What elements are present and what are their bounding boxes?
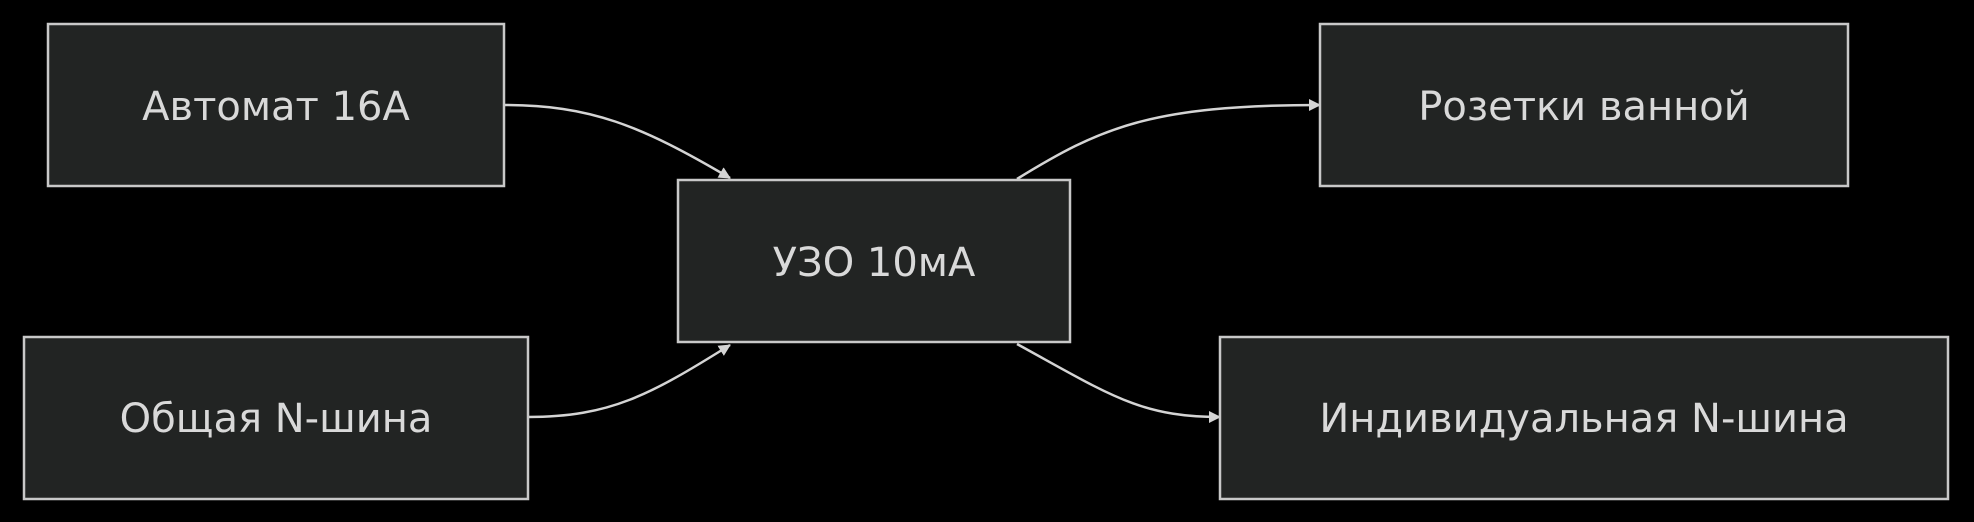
- node-bath-sockets: Розетки ванной: [1318, 22, 1850, 188]
- edge-breaker-to-rcd: [503, 103, 731, 180]
- node-rcd: УЗО 10мА: [676, 178, 1072, 344]
- edge-common-neutral-to-rcd: [527, 343, 731, 419]
- node-individual-neutral-label: Индивидуальная N-шина: [1319, 396, 1848, 442]
- node-common-neutral: Общая N-шина: [22, 335, 530, 501]
- node-rcd-label: УЗО 10мА: [773, 240, 976, 286]
- edge-rcd-to-individual-neutral: [1016, 342, 1221, 423]
- node-bath-sockets-label: Розетки ванной: [1418, 84, 1750, 130]
- node-breaker-label: Автомат 16А: [142, 84, 410, 130]
- node-individual-neutral: Индивидуальная N-шина: [1218, 335, 1950, 501]
- node-breaker: Автомат 16А: [46, 22, 506, 188]
- node-common-neutral-label: Общая N-шина: [120, 396, 433, 442]
- edge-rcd-to-bath-sockets: [1016, 99, 1321, 181]
